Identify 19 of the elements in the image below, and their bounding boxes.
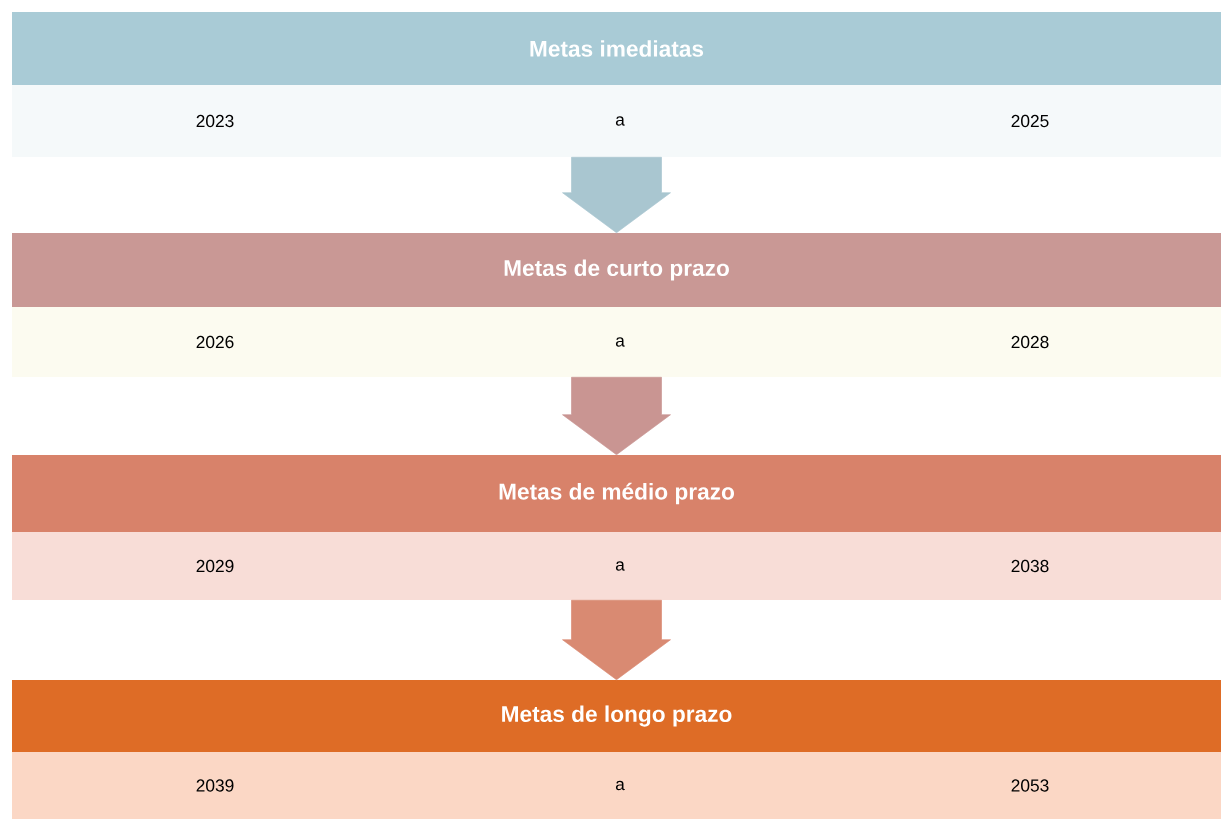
year-text: a <box>615 780 625 791</box>
arrow <box>562 376 671 456</box>
year-text: 2023 <box>196 114 234 128</box>
year-text: 2039 <box>196 779 234 792</box>
header-band: Metas de curto prazo <box>12 233 1221 307</box>
arrow <box>562 599 671 681</box>
header-band: Metas de médio prazo <box>12 455 1221 532</box>
year-text: a <box>615 116 625 126</box>
arrow <box>562 156 671 234</box>
header-band: Metas de longo prazo <box>12 680 1221 752</box>
year-text: a <box>615 337 625 347</box>
year-text: 2026 <box>196 335 234 349</box>
year-text: 2025 <box>1011 114 1049 128</box>
year-text: 2029 <box>196 559 234 573</box>
header-band: Metas imediatas <box>12 12 1221 85</box>
year-text: a <box>615 561 625 571</box>
year-text: 2028 <box>1011 335 1049 349</box>
year-text: 2038 <box>1011 559 1049 573</box>
year-text: 2053 <box>1011 779 1049 792</box>
